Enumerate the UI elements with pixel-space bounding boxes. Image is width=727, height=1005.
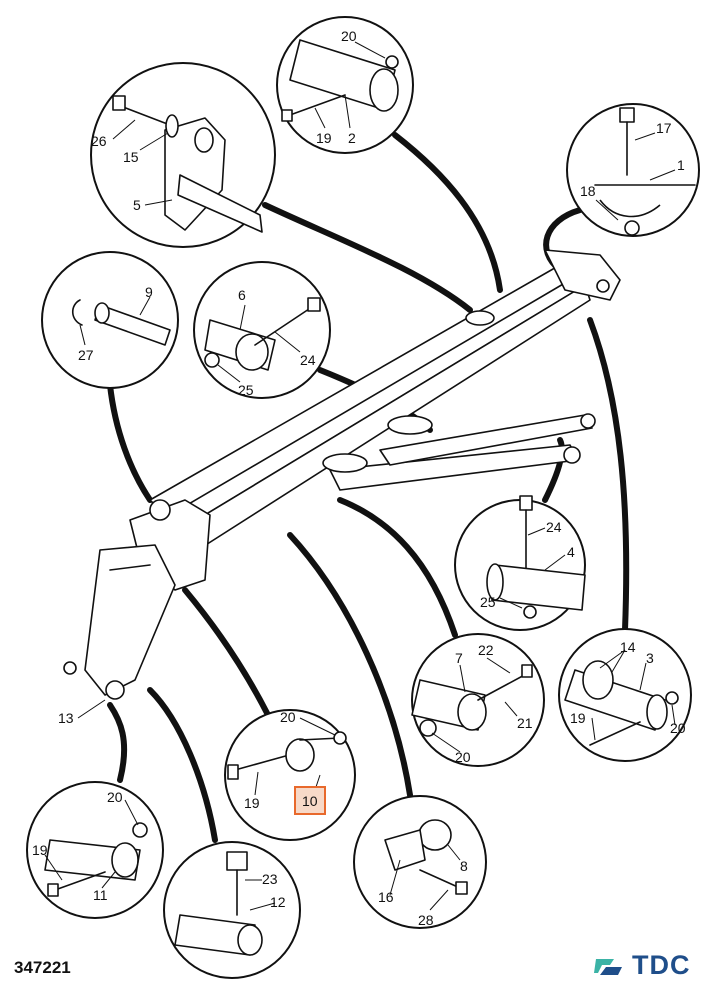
- detail-circle-9: [41, 251, 179, 389]
- detail-circle-10: [224, 709, 356, 841]
- label-14: 14: [620, 639, 636, 655]
- connector-detail-12: [147, 687, 218, 843]
- brand-name: TDC: [632, 950, 691, 980]
- connector-detail-7: [337, 497, 458, 638]
- connector-detail-8: [287, 532, 413, 798]
- label-6: 6: [238, 287, 246, 303]
- label-28: 28: [418, 912, 434, 928]
- detail-circle-11: [26, 781, 164, 919]
- label-leaders: [44, 41, 676, 911]
- detail-circle-2: [276, 16, 414, 154]
- connector-detail-2: [392, 132, 503, 293]
- label-25-a: 25: [238, 382, 254, 398]
- label-18: 18: [580, 183, 596, 199]
- label-20-a: 20: [341, 28, 357, 44]
- connector-detail-5: [262, 202, 473, 313]
- tdc-logo-icon: [594, 958, 622, 975]
- label-21: 21: [517, 715, 533, 731]
- label-23: 23: [262, 871, 278, 887]
- connector-detail-11: [107, 702, 128, 783]
- connector-detail-10: [182, 587, 271, 718]
- label-22: 22: [478, 642, 494, 658]
- label-10: 10: [302, 793, 318, 809]
- label-24-a: 24: [300, 352, 316, 368]
- detail-circle-3: [558, 628, 692, 762]
- detail-circle-12: [163, 841, 301, 979]
- label-3: 3: [646, 650, 654, 666]
- detail-circle-6: [193, 261, 331, 399]
- label-20-b: 20: [455, 749, 471, 765]
- label-12: 12: [270, 894, 286, 910]
- label-4: 4: [567, 544, 575, 560]
- label-24-b: 24: [546, 519, 562, 535]
- label-7: 7: [455, 650, 463, 666]
- label-1: 1: [677, 157, 685, 173]
- label-20-c: 20: [670, 720, 686, 736]
- label-9: 9: [145, 284, 153, 300]
- label-11: 11: [93, 887, 108, 903]
- detail-circle-5: [90, 62, 276, 248]
- label-19-a: 19: [316, 130, 332, 146]
- label-20-d: 20: [280, 709, 296, 725]
- callout-labels: 26 15 5 20 19 2 17 1 18 9 27 6 24 25 24 …: [32, 28, 686, 928]
- label-19-b: 19: [570, 710, 586, 726]
- label-15: 15: [123, 149, 139, 165]
- label-26: 26: [91, 133, 107, 149]
- label-8: 8: [460, 858, 468, 874]
- drawing-reference-code: 347221: [14, 958, 71, 977]
- label-19-d: 19: [32, 842, 48, 858]
- label-25-b: 25: [480, 594, 496, 610]
- label-20-e: 20: [107, 789, 123, 805]
- connector-detail-9: [107, 382, 153, 503]
- label-27: 27: [78, 347, 94, 363]
- label-5: 5: [133, 197, 141, 213]
- detail-circle-8: [353, 795, 487, 929]
- label-17: 17: [656, 120, 672, 136]
- detail-circle-7: [411, 633, 545, 767]
- main-boom-assembly: [63, 249, 621, 700]
- label-13: 13: [58, 710, 74, 726]
- label-16: 16: [378, 889, 394, 905]
- connector-detail-3: [587, 317, 630, 633]
- detail-circle-4: [454, 495, 586, 631]
- brand-logo: TDC: [592, 950, 691, 981]
- label-19-c: 19: [244, 795, 260, 811]
- label-2: 2: [348, 130, 356, 146]
- highlight-box-part-10: [294, 786, 326, 815]
